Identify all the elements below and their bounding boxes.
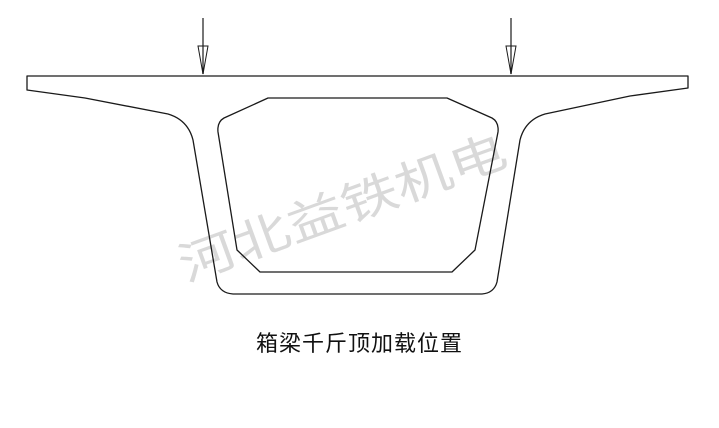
- watermark: 河北益铁机电: [171, 124, 514, 293]
- girder-inner-cell: [217, 97, 499, 273]
- load-arrow-left: [197, 18, 209, 75]
- watermark-text: 河北益铁机电: [171, 124, 514, 293]
- load-arrow-right: [505, 18, 517, 75]
- diagram-caption: 箱梁千斤顶加载位置: [255, 332, 463, 357]
- girder-outer-outline: [26, 75, 689, 295]
